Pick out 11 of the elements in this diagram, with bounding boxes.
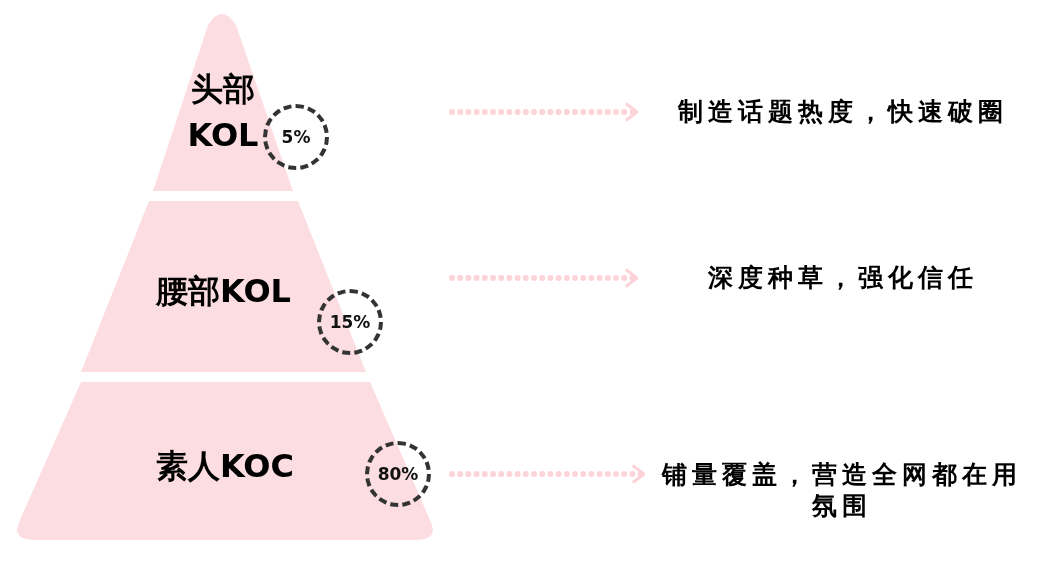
description-text: 铺量覆盖，营造全网都在用氛围: [660, 458, 1023, 522]
dotted-arrow: [449, 102, 640, 122]
dotted-arrow: [449, 464, 647, 484]
tier-label: 素人KOC: [154, 445, 295, 487]
percent-circle: 15%: [317, 289, 383, 355]
tier-label: 头部 KOL: [186, 68, 260, 156]
dotted-arrow: [449, 268, 640, 288]
description-text: 深度种草，强化信任: [707, 262, 978, 294]
description-text: 制造话题热度，快速破圈: [677, 96, 1008, 128]
tier-label: 腰部KOL: [154, 271, 292, 313]
percent-circle: 5%: [263, 104, 329, 170]
